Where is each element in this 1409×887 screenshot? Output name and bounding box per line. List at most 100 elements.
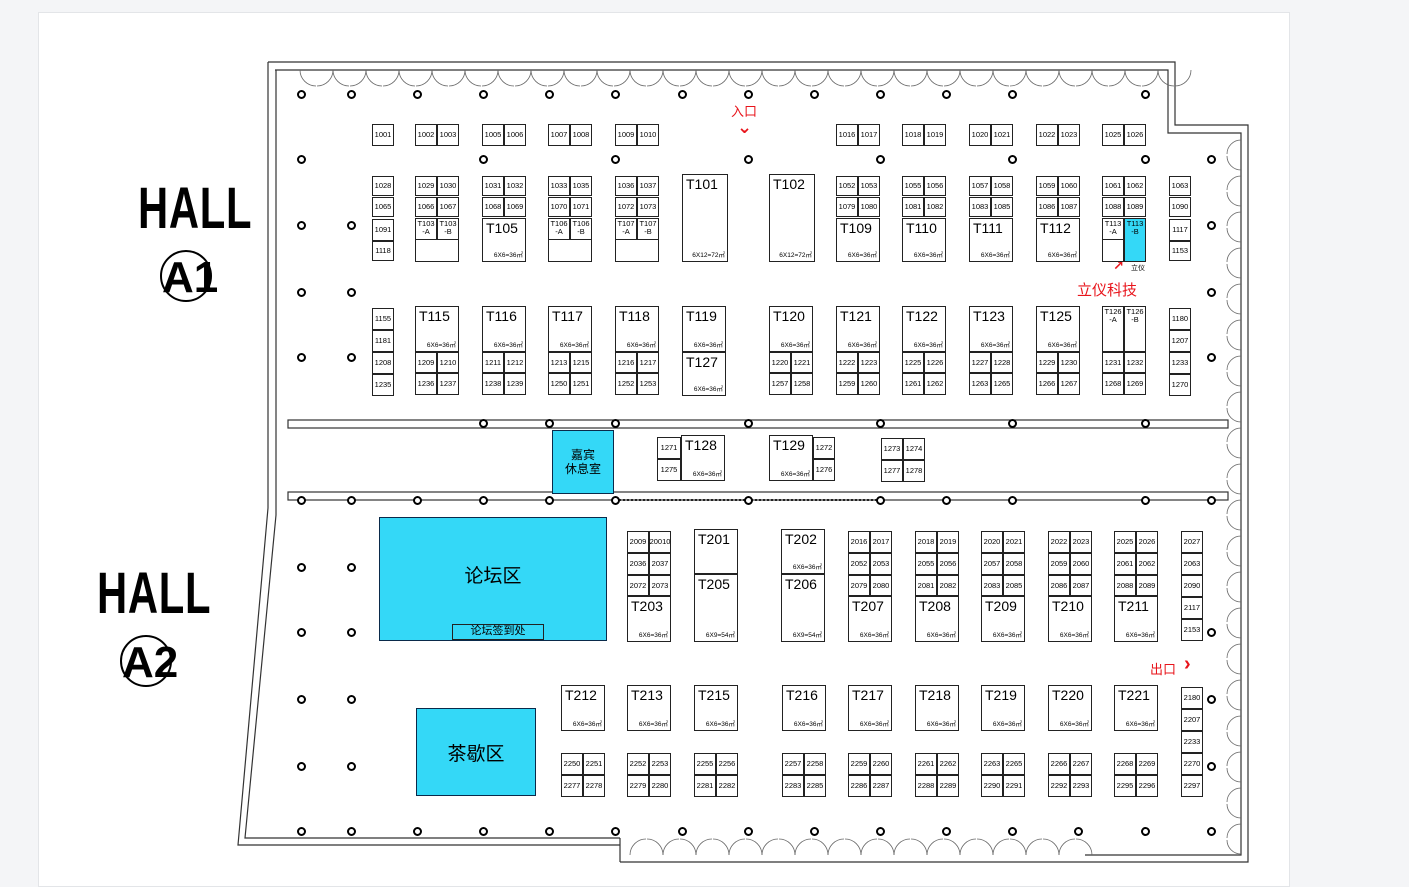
booth-cell-top[interactable]: 1023 (1058, 124, 1080, 146)
booth-cell[interactable]: 1073 (637, 197, 659, 217)
booth-cell[interactable]: 2293 (1070, 775, 1092, 797)
booth-cell[interactable]: 2250 (561, 753, 583, 775)
booth-cell[interactable]: 1251 (570, 373, 592, 395)
booth-cell[interactable]: 1057 (969, 176, 991, 196)
booth-cell[interactable]: 2020 (981, 531, 1003, 553)
booth-cell[interactable]: 1117 (1169, 219, 1191, 241)
booth-cell[interactable]: 2117 (1181, 597, 1203, 619)
booth-cell[interactable]: 2021 (1003, 531, 1025, 553)
booth-cell[interactable]: 1269 (1124, 373, 1146, 395)
booth-cell[interactable]: 1209 (415, 352, 437, 373)
booth-cell-top[interactable]: 1016 (836, 124, 858, 146)
booth-cell[interactable]: 2083 (981, 575, 1003, 596)
booth-cell[interactable]: 2052 (848, 553, 870, 575)
booth-cell[interactable]: 2256 (716, 753, 738, 775)
booth-cell[interactable]: 1029 (415, 176, 437, 196)
booth-cell[interactable]: 1228 (991, 352, 1013, 373)
booth-highlight-t113b[interactable]: T113 -B (1124, 218, 1146, 262)
booth-cell-top[interactable]: 1001 (372, 124, 394, 146)
booth-cell[interactable]: 2282 (716, 775, 738, 797)
booth-cell[interactable]: 1231 (1102, 352, 1124, 373)
booth-cell[interactable]: 1065 (372, 197, 394, 217)
booth-cell[interactable]: 1261 (902, 373, 924, 395)
booth-cell[interactable]: 2027 (1181, 531, 1203, 553)
booth-cell[interactable]: 2057 (981, 553, 1003, 575)
booth-cell-top[interactable]: 1010 (637, 124, 659, 146)
booth-cell[interactable]: 2267 (1070, 753, 1092, 775)
booth-cell[interactable] (548, 240, 592, 262)
booth-cell[interactable]: 1250 (548, 373, 570, 395)
booth-cell[interactable]: 2285 (804, 775, 826, 797)
booth-cell[interactable]: 2055 (915, 553, 937, 575)
booth-cell[interactable]: 2297 (1181, 775, 1203, 797)
booth-cell[interactable]: 1211 (482, 352, 504, 373)
booth-cell-top[interactable]: 1005 (482, 124, 504, 146)
booth-cell[interactable]: 1226 (924, 352, 946, 373)
booth-cell[interactable]: 1217 (637, 352, 659, 373)
booth-cell[interactable]: 2080 (870, 575, 892, 596)
booth-cell[interactable]: 1081 (902, 197, 924, 217)
booth-cell[interactable]: 1072 (615, 197, 637, 217)
booth-cell[interactable]: 2059 (1048, 553, 1070, 575)
booth-cell[interactable]: 2287 (870, 775, 892, 797)
booth-cell[interactable]: 2016 (848, 531, 870, 553)
booth-cell[interactable]: 2018 (915, 531, 937, 553)
booth-cell[interactable]: 2258 (804, 753, 826, 775)
booth-cell[interactable]: 2255 (694, 753, 716, 775)
booth-cell[interactable]: 2063 (1181, 553, 1203, 575)
booth-cell[interactable]: 1061 (1102, 176, 1124, 196)
booth-cell[interactable]: 2207 (1181, 709, 1203, 731)
booth-cell[interactable]: 2292 (1048, 775, 1070, 797)
booth-cell[interactable]: 1058 (991, 176, 1013, 196)
booth-cell[interactable]: 2253 (649, 753, 671, 775)
booth-cell[interactable]: 2269 (1136, 753, 1158, 775)
booth-cell-top[interactable]: 1021 (991, 124, 1013, 146)
booth-cell[interactable]: 2086 (1048, 575, 1070, 596)
booth-cell[interactable]: 1056 (924, 176, 946, 196)
booth-cell[interactable]: 2056 (937, 553, 959, 575)
booth-cell[interactable] (415, 240, 459, 262)
booth-cell[interactable]: 2022 (1048, 531, 1070, 553)
booth-cell[interactable]: 2280 (649, 775, 671, 797)
booth-cell[interactable]: 1210 (437, 352, 459, 373)
booth-cell-half[interactable]: T126 -A (1102, 306, 1124, 352)
booth-cell[interactable]: 1066 (415, 197, 437, 217)
booth-cell[interactable]: 2233 (1181, 731, 1203, 753)
booth-cell[interactable]: 1275 (657, 459, 681, 481)
booth-cell[interactable]: 2036 (627, 553, 649, 575)
booth-cell-half[interactable]: T106 -B (570, 218, 592, 240)
booth-cell[interactable]: 2088 (1114, 575, 1136, 596)
booth-cell[interactable]: 2290 (981, 775, 1003, 797)
booth-cell[interactable]: 2261 (915, 753, 937, 775)
booth-cell[interactable]: 1063 (1169, 176, 1191, 196)
booth-cell[interactable]: 1276 (813, 459, 835, 481)
booth-cell[interactable]: 2259 (848, 753, 870, 775)
booth-cell[interactable]: 1067 (437, 197, 459, 217)
booth-cell[interactable]: 1262 (924, 373, 946, 395)
booth-cell[interactable]: 20010 (649, 531, 671, 553)
booth-cell[interactable]: 1212 (504, 352, 526, 373)
forum-checkin[interactable]: 论坛签到处 (452, 624, 544, 640)
booth-cell[interactable]: 1030 (437, 176, 459, 196)
booth-t201[interactable]: T201 (694, 529, 738, 574)
